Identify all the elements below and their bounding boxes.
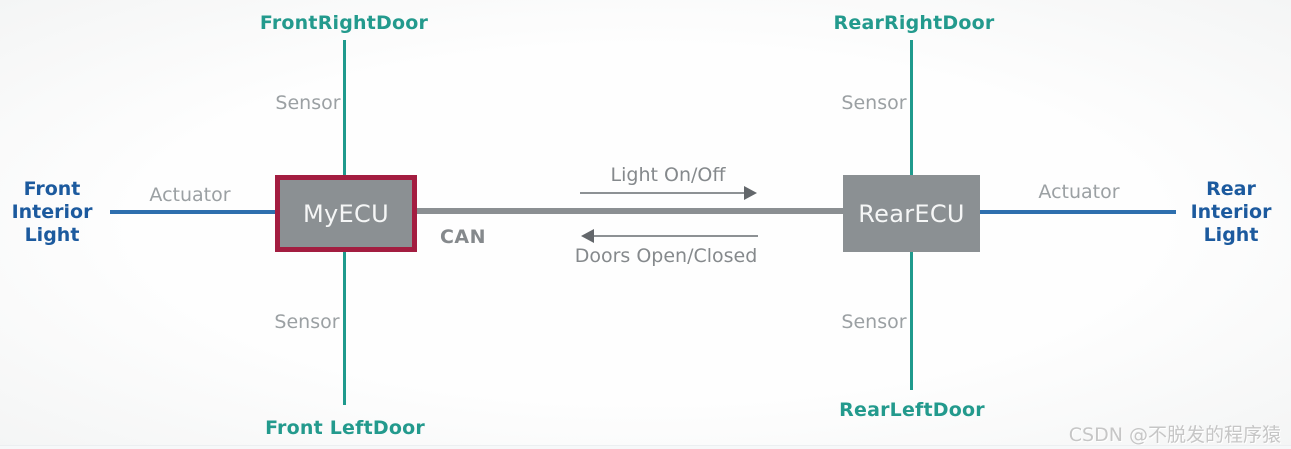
actuator-label-rear: Actuator [1038,181,1120,203]
sensor-label-front-right: Sensor [275,92,341,114]
sensor-label-front-left: Sensor [274,311,340,333]
sensor-line-rear-right [910,40,913,175]
actuator-line-front [110,210,275,214]
watermark-text: CSDN @不脱发的程序猿 [1068,424,1281,446]
actuator-line-rear [980,210,1176,214]
message-arrow-right-head-icon [744,186,757,200]
node-label-rear-interior-light: Rear Interior Light [1181,178,1281,247]
node-my-ecu: MyECU [275,175,417,252]
node-label-rear-left-door: RearLeftDoor [839,399,985,421]
sensor-line-rear-left [910,252,913,390]
message-arrow-left-line [594,235,758,237]
message-arrow-right-line [580,192,744,194]
front-interior-light-line1: Front [23,178,81,200]
node-label-rear-right-door: RearRightDoor [833,12,995,34]
front-interior-light-line3: Light [24,224,80,246]
message-label-doors-open-closed: Doors Open/Closed [574,245,758,267]
front-interior-light-line2: Interior [11,201,93,223]
sensor-line-front-left [343,252,346,405]
rear-interior-light-line3: Light [1203,224,1259,246]
node-rear-ecu: RearECU [843,175,980,252]
my-ecu-label: MyECU [303,199,389,228]
node-label-front-right-door: FrontRightDoor [259,12,429,34]
bottom-divider [0,445,1291,449]
can-bus-label: CAN [439,226,487,248]
sensor-label-rear-right: Sensor [841,92,907,114]
rear-interior-light-line1: Rear [1206,178,1256,200]
message-arrow-left-head-icon [581,229,594,243]
sensor-line-front-right [343,40,346,175]
node-label-front-left-door: Front LeftDoor [265,417,425,439]
actuator-label-front: Actuator [149,184,231,206]
sensor-label-rear-left: Sensor [841,311,907,333]
rear-interior-light-line2: Interior [1190,201,1272,223]
can-bus-line [417,208,843,214]
node-label-front-interior-light: Front Interior Light [2,178,102,247]
message-label-light-on-off: Light On/Off [610,164,726,186]
rear-ecu-label: RearECU [858,199,965,228]
